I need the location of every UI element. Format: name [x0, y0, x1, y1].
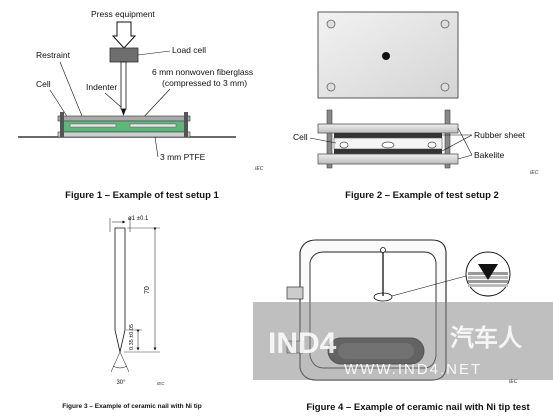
center-hole [382, 52, 390, 60]
top-plate [57, 115, 191, 122]
leader-rubber-bottom [441, 134, 473, 152]
label-ptfe: 3 mm PTFE [160, 152, 206, 162]
dim-length: 70 [144, 286, 151, 294]
iec-mark-2: IEC [530, 170, 539, 176]
load-cell-block [109, 47, 139, 63]
nail-contact-zone [373, 292, 393, 302]
caption-figure-1: Figure 1 – Example of test setup 1 [65, 190, 219, 201]
side-bolt-left [326, 109, 333, 169]
angle-leg-left [110, 351, 121, 373]
figure-2: Cell Rubber sheet Bakelite IEC Figure 2 … [293, 11, 539, 201]
label-fiberglass-line1: 6 mm nonwoven fiberglass [152, 67, 253, 77]
indenter-rod [120, 61, 127, 110]
label-cell-fig2: Cell [293, 132, 308, 142]
label-bakelite: Bakelite [474, 150, 505, 160]
dim-angle: 30° [116, 380, 126, 386]
press-arrow [111, 21, 137, 49]
iec-mark-4: IEC [509, 379, 518, 385]
caption-figure-3: Figure 3 – Example of ceramic nail with … [62, 403, 201, 410]
angle-arc [112, 365, 128, 369]
ptfe-base [57, 131, 191, 138]
label-load-cell: Load cell [172, 45, 206, 55]
angle-leg-right [119, 351, 130, 373]
bakelite-top [317, 123, 459, 134]
cell-hole-center [381, 141, 395, 149]
bakelite-bottom [317, 153, 459, 165]
fiberglass-right [129, 123, 177, 128]
label-indenter: Indenter [86, 82, 117, 92]
cell-hole-left [339, 141, 349, 149]
iec-mark-1: IEC [255, 166, 264, 172]
cell-hole-right [427, 141, 437, 149]
leader-restraint [59, 61, 83, 117]
leader-cell-fig2 [309, 137, 337, 144]
bolt-left [60, 112, 64, 137]
iec-mark-3: IEC [157, 381, 165, 386]
screw-bl [326, 82, 336, 92]
label-press-equipment: Press equipment [91, 9, 155, 19]
watermark-band [253, 302, 553, 380]
caption-figure-4: Figure 4 – Example of ceramic nail with … [306, 402, 530, 413]
watermark: IND4 汽车人 WWW.IND4.NET [253, 302, 553, 380]
label-rubber-sheet: Rubber sheet [474, 130, 526, 140]
leader-fiberglass [139, 88, 171, 122]
leader-bakelite-bottom [457, 154, 473, 160]
dim-diameter: ø1 ±0.1 [128, 216, 149, 222]
figure-3: ø1 ±0.1 70 0.35 ±0.05 30° IEC Figure 3 –… [62, 216, 201, 410]
rubber-sheet-bottom [334, 149, 442, 154]
indenter-tip [121, 109, 126, 116]
leader-indenter [104, 92, 122, 108]
leader-ptfe [154, 136, 159, 158]
leader-load-cell [137, 50, 171, 56]
leader-bakelite-top [457, 127, 473, 156]
inset-nail-tip [478, 264, 498, 280]
side-bolt-right [444, 109, 451, 169]
rubber-sheet-top [334, 133, 442, 138]
fiberglass-left [69, 123, 117, 128]
ceramic-nail [114, 227, 126, 353]
label-restraint: Restraint [36, 50, 71, 60]
screw-tl [326, 19, 336, 29]
figure-1: Press equipment Load cell Indenter 6 mm … [18, 9, 264, 201]
screw-br [440, 82, 450, 92]
label-cell: Cell [36, 79, 51, 89]
watermark-url: WWW.IND4.NET [344, 361, 482, 378]
caption-figure-2: Figure 2 – Example of test setup 2 [345, 190, 499, 201]
dim-tip: 0.35 ±0.05 [129, 324, 135, 350]
inset-leader [391, 275, 467, 297]
label-fiberglass-line2: (compressed to 3 mm) [162, 78, 247, 88]
screw-tr [440, 19, 450, 29]
watermark-cn: 汽车人 [450, 324, 522, 352]
watermark-logo: IND4 [268, 327, 337, 360]
nail-head [380, 247, 386, 253]
fitting-top [286, 286, 304, 300]
bolt-right [184, 112, 188, 137]
